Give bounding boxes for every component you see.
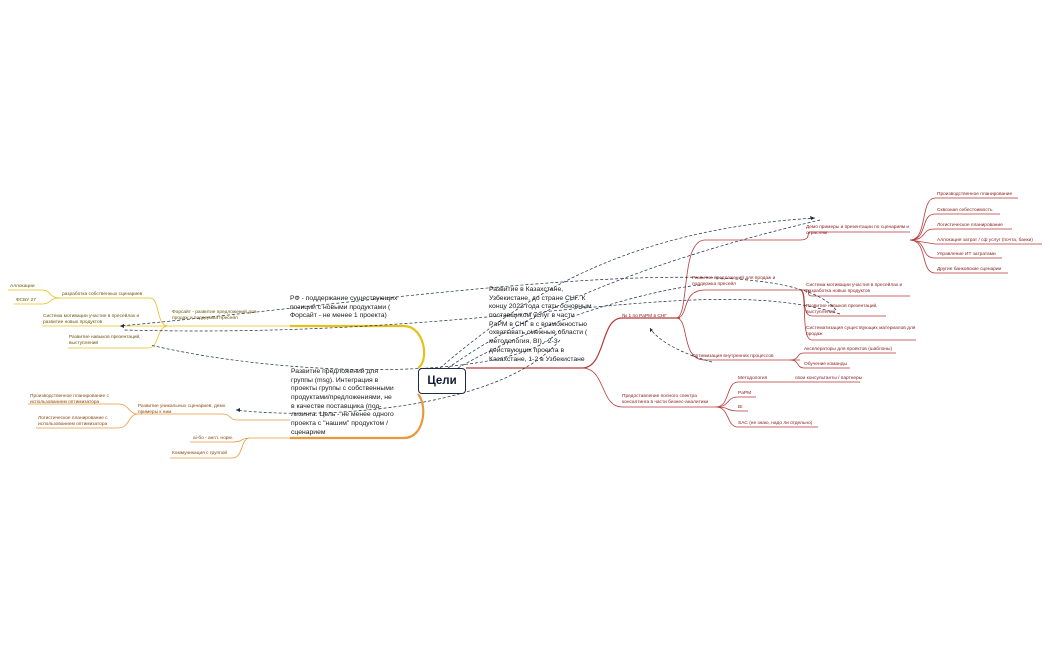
- edge-fsbu: [14, 297, 61, 305]
- node-skills[interactable]: Развитие навыков презентаций, выступлени…: [69, 335, 141, 347]
- node-log-planning[interactable]: Логистическое планирование с использован…: [38, 416, 108, 428]
- edge-leaf2: [909, 213, 1000, 241]
- relation-arrow-motiv: [119, 276, 837, 327]
- node-demo-item-5[interactable]: Управление ИТ затратами: [937, 252, 996, 257]
- node-optim-item-2[interactable]: Обучение команды: [804, 362, 847, 367]
- node-sac[interactable]: SAC (не знаю, надо ли отдельно): [738, 421, 813, 426]
- node-demo-item-2[interactable]: Сквозная себестоимость: [937, 208, 993, 213]
- relation-arrow-optim: [649, 327, 713, 363]
- arrowhead-motiv: [120, 324, 124, 328]
- node-forsight[interactable]: Форсайт - развитие предложений для прода…: [172, 310, 257, 322]
- edge-comm: [170, 437, 251, 459]
- relation-arrow-skills: [149, 329, 561, 370]
- edge-p1: [800, 289, 910, 297]
- edge-p3: [799, 289, 916, 341]
- node-demo-item-1[interactable]: Производственное планирование: [937, 192, 1013, 197]
- node-bilo[interactable]: ai-бо - англ. норм.: [193, 436, 234, 441]
- node-group-msg[interactable]: Развитие предложений для группы (msg). И…: [291, 368, 394, 436]
- node-unique-scenarios[interactable]: Развитие уникальных сценариев, демо прим…: [138, 404, 226, 416]
- edge-o2: [789, 359, 850, 369]
- relation-arrow-presale: [457, 284, 701, 369]
- node-demo[interactable]: Демо примеры и презентации по сценариям …: [806, 225, 910, 237]
- relation-arrow-demo: [439, 217, 816, 369]
- edge-papm: [715, 396, 756, 408]
- edge-prod: [28, 403, 290, 421]
- node-demo-item-6[interactable]: Другие банковские сценарии: [937, 267, 1002, 272]
- node-partners[interactable]: свои консультанты / партнеры: [795, 376, 863, 381]
- edge-leaf3: [909, 228, 1012, 241]
- arrowhead-unique: [236, 408, 240, 412]
- edge-bi: [715, 406, 748, 412]
- edge-sac: [715, 406, 818, 428]
- node-presale-item-2[interactable]: Развитие навыков презентаций, выступлени…: [806, 304, 878, 316]
- edge-root-group: [290, 393, 425, 440]
- relation-arrow-demo-2: [447, 219, 821, 369]
- edge-skills: [68, 325, 169, 349]
- node-demo-item-4[interactable]: Аллокация затрат / сф услуг (почта, банк…: [937, 238, 1033, 243]
- relation-arrow-motiv-2: [123, 298, 841, 332]
- node-no1-papm[interactable]: № 1 по PaPM в СНГ: [622, 314, 667, 319]
- edge-log: [36, 413, 139, 429]
- edge-root-no1: [466, 317, 680, 369]
- edge-leaf4: [909, 239, 1042, 245]
- edge-leaf1: [909, 197, 1018, 241]
- relation-arrow-unique: [235, 339, 561, 414]
- node-bi[interactable]: BI: [738, 405, 743, 410]
- node-own-scenarios[interactable]: разработка собственных сценариев: [62, 292, 143, 297]
- edge-root-spectrum: [581, 367, 716, 408]
- node-optim-item-1[interactable]: Акселераторы для проектов (шаблоны): [804, 347, 893, 352]
- node-fsbu27[interactable]: ФСБУ 27: [16, 298, 36, 303]
- arrowhead-demo: [810, 216, 815, 220]
- node-demo-item-3[interactable]: Логистическое планирование: [937, 223, 1003, 228]
- node-communication[interactable]: Коммуникация с группой: [172, 451, 228, 456]
- edge-demo: [675, 231, 910, 319]
- arrowhead-optim: [650, 328, 653, 332]
- node-presale-item-1[interactable]: Система мотивации участия в пресейлах и …: [806, 283, 903, 295]
- node-prod-planning[interactable]: Производственное планирование с использо…: [30, 394, 109, 406]
- node-presale-item-3[interactable]: Систематизация существующих материалов д…: [806, 326, 916, 338]
- edge-optim: [675, 317, 800, 361]
- node-rf[interactable]: РФ - поддержание существующих позиций с …: [290, 295, 398, 320]
- root-node[interactable]: Цели: [418, 368, 466, 394]
- root-label: Цели: [427, 375, 457, 387]
- node-presale[interactable]: Развитие предложений для продаж и поддер…: [692, 276, 776, 288]
- node-spectrum[interactable]: Предоставление полного спектра консалтин…: [622, 394, 709, 406]
- edge-metod: [715, 381, 860, 408]
- edge-o1: [789, 352, 896, 361]
- node-methodology[interactable]: Методология: [738, 376, 768, 381]
- node-allocations[interactable]: Аллокации: [10, 284, 35, 289]
- node-motivation[interactable]: Система мотивации участия в пресейлах и …: [43, 314, 140, 326]
- node-papm[interactable]: PaPM: [738, 391, 752, 396]
- node-kz-uz[interactable]: Развитие в Казахстане, Узбекистане, до с…: [489, 286, 592, 363]
- edge-presale: [675, 289, 800, 319]
- edge-root-rf: [290, 324, 426, 369]
- edge-alloc: [8, 289, 61, 299]
- edge-leaf6: [909, 239, 1008, 274]
- node-optim[interactable]: Оптимизация внутренних процессов: [692, 354, 774, 359]
